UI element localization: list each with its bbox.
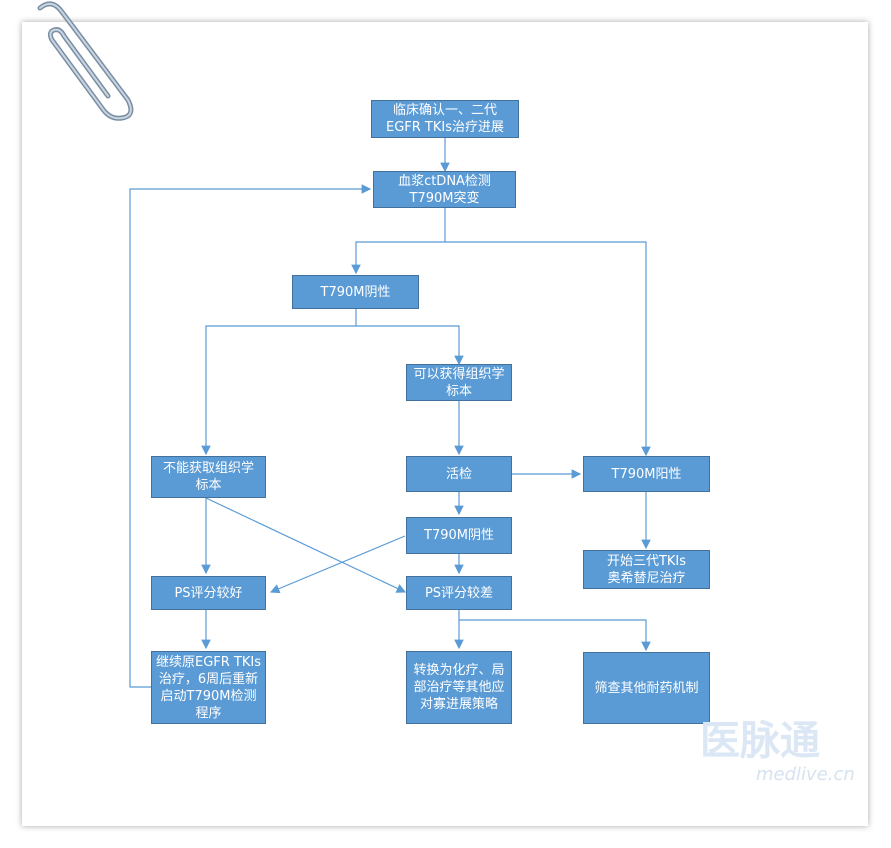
edge-ctdna-neg1 [351,207,446,275]
node-tissue-available: 可以获得组织学 标本 [406,364,512,401]
edge-continue-loop [129,184,372,688]
node-t790m-positive: T790M阳性 [583,456,710,492]
watermark-site: medlive.cn [756,764,855,785]
edge-neg1-tissue-yes [355,309,464,366]
node-biopsy: 活检 [406,456,512,492]
node-t790m-negative-2: T790M阴性 [406,517,512,554]
node-t790m-negative-1: T790M阴性 [292,275,419,309]
node-tissue-unavailable: 不能获取组织学 标本 [151,456,266,498]
node-switch-strategy: 转换为化疗、局 部治疗等其他应 对寡进展策略 [406,651,512,724]
paperclip-icon [37,1,134,121]
node-continue-egfr-tki: 继续原EGFR TKIs 治疗，6周后重新 启动T790M检测 程序 [151,651,266,724]
edge-neg2-ps-good [269,535,406,594]
edge-ctdna-pos [445,241,651,457]
node-ps-poor: PS评分较差 [406,576,512,610]
node-ctdna-test: 血浆ctDNA检测 T790M突变 [373,171,516,208]
watermark-brand: 医脉通 [700,718,820,764]
edge-tissue-no-ps-poor [205,497,407,593]
edge-neg1-tissue-no [201,325,356,456]
node-clinical-progression: 临床确认一、二代 EGFR TKIs治疗进展 [371,100,519,138]
node-third-gen-tki: 开始三代TKIs 奥希替尼治疗 [583,550,710,589]
node-ps-good: PS评分较好 [151,576,266,610]
node-screen-resistance: 筛查其他耐药机制 [583,652,710,724]
edge-ps-poor-screen [459,619,651,652]
